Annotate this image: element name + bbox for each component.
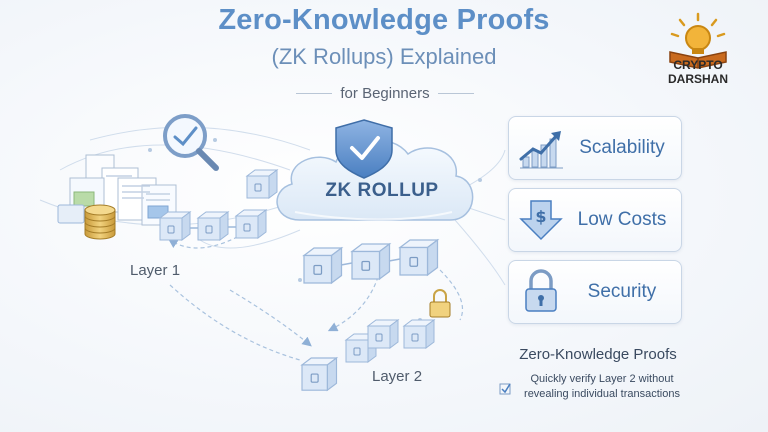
padlock-icon xyxy=(525,269,557,312)
layer1-label: Layer 1 xyxy=(130,262,181,279)
brand-logo: CRYPTO DARSHAN xyxy=(640,58,756,86)
benefit-label: Low Costs xyxy=(577,209,667,230)
logo-line-2: DARSHAN xyxy=(668,72,728,86)
layer2-label: Layer 2 xyxy=(372,368,423,385)
check-icon xyxy=(499,383,511,395)
logo-line-1: CRYPTO xyxy=(673,58,723,72)
magnifier-check-icon xyxy=(163,114,219,171)
tagline: for Beginners xyxy=(340,84,430,102)
explanation-title: Zero-Knowledge Proofs xyxy=(519,346,677,363)
explanation-line-1: Quickly verify Layer 2 without xyxy=(530,373,674,385)
zk-rollup-label: ZK ROLLUP xyxy=(325,180,439,201)
dollar-down-arrow-icon: $ xyxy=(519,200,563,241)
shield-check-icon xyxy=(335,119,393,179)
rollup-batch-cubes xyxy=(303,239,439,284)
tagline-row: for Beginners xyxy=(280,83,490,103)
explanation-text: Quickly verify Layer 2 without revealing… xyxy=(514,372,690,402)
benefit-scalability: Scalability xyxy=(508,116,682,180)
benefit-label: Scalability xyxy=(579,137,665,158)
documents-stack xyxy=(57,154,177,226)
benefit-security: Security xyxy=(508,260,682,324)
benefit-label: Security xyxy=(587,281,657,302)
small-padlock-icon xyxy=(429,289,451,318)
growth-chart-icon xyxy=(519,131,563,169)
divider-right xyxy=(437,92,474,94)
explanation-line-2: revealing individual transactions xyxy=(524,388,680,400)
page-title: Zero-Knowledge Proofs xyxy=(218,4,550,36)
lightbulb-book-icon xyxy=(669,12,727,69)
coins-stack xyxy=(84,204,116,240)
divider-left xyxy=(296,92,333,94)
page-subtitle: (ZK Rollups) Explained xyxy=(271,44,497,69)
benefit-low-costs: $ Low Costs xyxy=(508,188,682,252)
svg-text:$: $ xyxy=(535,207,546,226)
